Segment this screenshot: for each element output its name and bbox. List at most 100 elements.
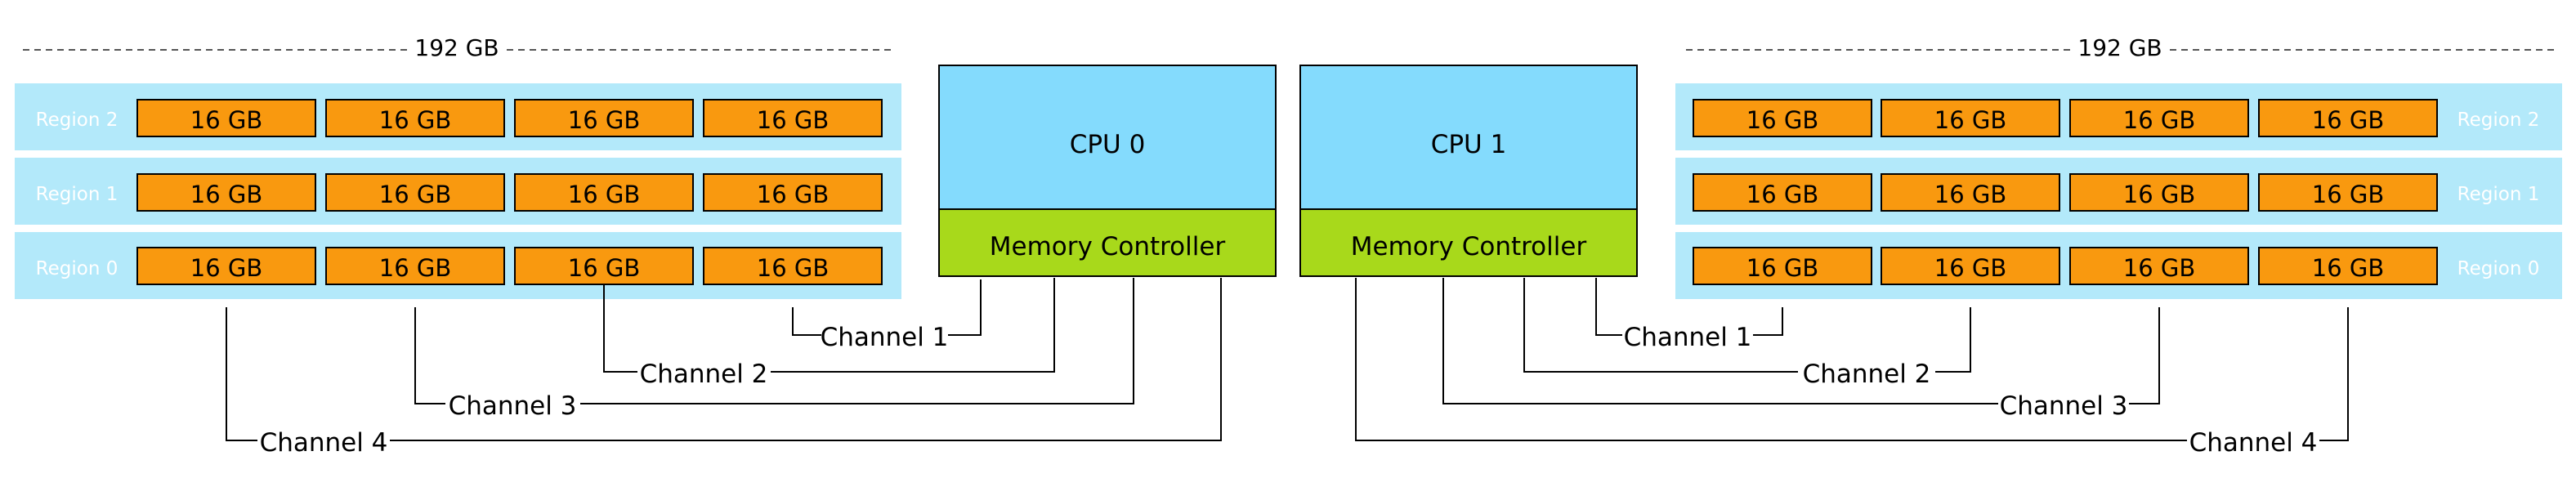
left-channel-2-wire — [603, 284, 637, 373]
dimm-slot: 16 GB — [514, 247, 694, 285]
left-region-0: Region 0 16 GB 16 GB 16 GB 16 GB — [15, 232, 901, 299]
dimm-slot: 16 GB — [136, 247, 316, 285]
dimm-label: 16 GB — [379, 181, 452, 208]
dimm-label: 16 GB — [2312, 254, 2385, 282]
dimm-slot: 16 GB — [1881, 247, 2060, 285]
right-region-2: Region 2 16 GB 16 GB 16 GB 16 GB — [1675, 83, 2562, 150]
left-channel-3-wire-mc — [580, 278, 1134, 404]
dimm-slot: 16 GB — [703, 99, 883, 137]
dimm-slot: 16 GB — [136, 173, 316, 212]
left-channels — [226, 278, 1222, 441]
left-channel-2-label: Channel 2 — [640, 360, 768, 389]
dimm-slot: 16 GB — [2069, 173, 2249, 212]
right-channel-1-wire-mc — [1595, 278, 1622, 336]
dimm-slot: 16 GB — [1693, 247, 1872, 285]
left-channel-2-wire-mc — [771, 278, 1055, 373]
region-label: Region 0 — [36, 258, 119, 279]
dimm-label: 16 GB — [2123, 106, 2196, 134]
right-region-1: Region 1 16 GB 16 GB 16 GB 16 GB — [1675, 158, 2562, 225]
left-channel-1-wire — [792, 307, 821, 336]
right-channel-4-wire-mc — [1355, 278, 2187, 441]
dimm-label: 16 GB — [757, 181, 830, 208]
cpu-1: CPU 1 Memory Controller — [1299, 65, 1638, 277]
dimm-slot: 16 GB — [325, 173, 505, 212]
left-channel-3-label: Channel 3 — [449, 391, 577, 421]
right-channel-2-wire — [1935, 307, 1971, 373]
left-channel-1-label: Channel 1 — [821, 323, 949, 352]
dimm-slot: 16 GB — [1693, 173, 1872, 212]
dimm-label: 16 GB — [568, 181, 641, 208]
right-channel-2-label: Channel 2 — [1803, 360, 1931, 389]
right-region-0: Region 0 16 GB 16 GB 16 GB 16 GB — [1675, 232, 2562, 299]
right-channel-3-wire — [2129, 307, 2160, 404]
left-region-2: Region 2 16 GB 16 GB 16 GB 16 GB — [15, 83, 901, 150]
left-channel-4-wire-mc — [390, 278, 1222, 441]
dimm-label: 16 GB — [379, 106, 452, 134]
cpu-0: CPU 0 Memory Controller — [938, 65, 1277, 277]
dimm-slot: 16 GB — [2069, 99, 2249, 137]
memory-controller-1-label: Memory Controller — [1351, 232, 1587, 261]
right-capacity-label: 192 GB — [2077, 34, 2162, 61]
cpu-1-die — [1299, 65, 1638, 210]
dimm-slot: 16 GB — [703, 173, 883, 212]
memory-controller-0 — [938, 208, 1277, 277]
dimm-label: 16 GB — [1746, 181, 1819, 208]
right-channel-3-wire-mc — [1442, 278, 1998, 404]
right-channel-3-label: Channel 3 — [2000, 391, 2128, 421]
region-label: Region 1 — [36, 184, 119, 205]
right-channel-2-wire-mc — [1523, 278, 1798, 373]
dimm-slot: 16 GB — [703, 247, 883, 285]
region-label: Region 2 — [2457, 109, 2540, 131]
dimm-label: 16 GB — [1746, 106, 1819, 134]
dimm-label: 16 GB — [2123, 181, 2196, 208]
dimm-slot: 16 GB — [2258, 247, 2438, 285]
right-node: 192 GB CPU 1 Memory Controller Region 2 … — [1299, 34, 2562, 458]
dimm-label: 16 GB — [190, 106, 263, 134]
dimm-slot: 16 GB — [325, 247, 505, 285]
left-capacity-label: 192 GB — [414, 34, 499, 61]
dimm-slot: 16 GB — [136, 99, 316, 137]
dimm-label: 16 GB — [2312, 106, 2385, 134]
left-channel-3-wire — [414, 307, 445, 404]
dimm-label: 16 GB — [757, 254, 830, 282]
dimm-label: 16 GB — [379, 254, 452, 282]
right-channels — [1355, 278, 2349, 441]
left-region-1: Region 1 16 GB 16 GB 16 GB 16 GB — [15, 158, 901, 225]
dimm-label: 16 GB — [568, 106, 641, 134]
dimm-slot: 16 GB — [325, 99, 505, 137]
dimm-label: 16 GB — [1934, 106, 2007, 134]
memory-controller-0-label: Memory Controller — [990, 232, 1226, 261]
memory-controller-1 — [1299, 208, 1638, 277]
right-channel-1-label: Channel 1 — [1624, 323, 1752, 352]
dimm-label: 16 GB — [568, 254, 641, 282]
dimm-slot: 16 GB — [2258, 99, 2438, 137]
dimm-slot: 16 GB — [1693, 99, 1872, 137]
dimm-slot: 16 GB — [2069, 247, 2249, 285]
region-label: Region 1 — [2457, 184, 2540, 205]
cpu-0-die — [938, 65, 1277, 210]
left-channel-4-label: Channel 4 — [260, 428, 388, 458]
dimm-label: 16 GB — [2312, 181, 2385, 208]
left-channel-1-wire-mc — [948, 279, 982, 336]
region-label: Region 0 — [2457, 258, 2540, 279]
cpu-0-label: CPU 0 — [1070, 130, 1146, 159]
right-channel-4-wire — [2319, 307, 2349, 441]
right-channel-4-label: Channel 4 — [2189, 428, 2318, 458]
cpu-1-label: CPU 1 — [1431, 130, 1507, 159]
region-label: Region 2 — [36, 109, 119, 131]
dimm-slot: 16 GB — [514, 99, 694, 137]
left-channel-4-wire — [226, 307, 257, 441]
right-channel-1-wire — [1753, 307, 1783, 336]
dimm-slot: 16 GB — [1881, 99, 2060, 137]
dimm-label: 16 GB — [1746, 254, 1819, 282]
dimm-label: 16 GB — [190, 181, 263, 208]
dimm-label: 16 GB — [190, 254, 263, 282]
dimm-label: 16 GB — [1934, 181, 2007, 208]
dimm-slot: 16 GB — [2258, 173, 2438, 212]
dimm-label: 16 GB — [2123, 254, 2196, 282]
left-node: 192 GB Region 2 16 GB 16 GB 16 GB 16 GB … — [15, 34, 1277, 458]
dimm-label: 16 GB — [1934, 254, 2007, 282]
dimm-slot: 16 GB — [1881, 173, 2060, 212]
